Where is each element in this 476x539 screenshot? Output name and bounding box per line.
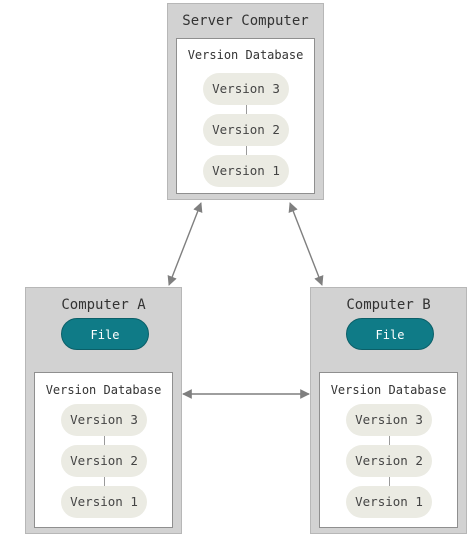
server-database-title: Version Database	[187, 48, 304, 62]
computer-a-version-3: Version 3	[61, 404, 147, 436]
computer-b-file: File	[346, 318, 434, 350]
server-version-3: Version 3	[203, 73, 289, 105]
computer-b-version-database: Version Database Version 3 Version 2 Ver…	[319, 372, 458, 528]
computer-b-version-1: Version 1	[346, 486, 432, 518]
server-version-2: Version 2	[203, 114, 289, 146]
computer-a-version-2: Version 2	[61, 445, 147, 477]
computer-a-version-database: Version Database Version 3 Version 2 Ver…	[34, 372, 173, 528]
computer-a-version-1: Version 1	[61, 486, 147, 518]
server-computer-title: Server Computer	[182, 13, 309, 29]
computer-a-database-title: Version Database	[45, 383, 162, 397]
computer-b: Computer B File Version Database Version…	[310, 287, 467, 534]
server-computer: Server Computer Version Database Version…	[167, 3, 324, 200]
computer-b-version-2: Version 2	[346, 445, 432, 477]
computer-a-file: File	[61, 318, 149, 350]
computer-a: Computer A File Version Database Version…	[25, 287, 182, 534]
computer-b-version-3: Version 3	[346, 404, 432, 436]
computer-a-title: Computer A	[61, 297, 146, 313]
server-version-1: Version 1	[203, 155, 289, 187]
server-version-database: Version Database Version 3 Version 2 Ver…	[176, 38, 315, 194]
arrow-server-computer-a	[167, 202, 203, 286]
computer-b-title: Computer B	[346, 297, 431, 313]
arrow-server-computer-b	[288, 202, 324, 286]
computer-b-database-title: Version Database	[330, 383, 447, 397]
